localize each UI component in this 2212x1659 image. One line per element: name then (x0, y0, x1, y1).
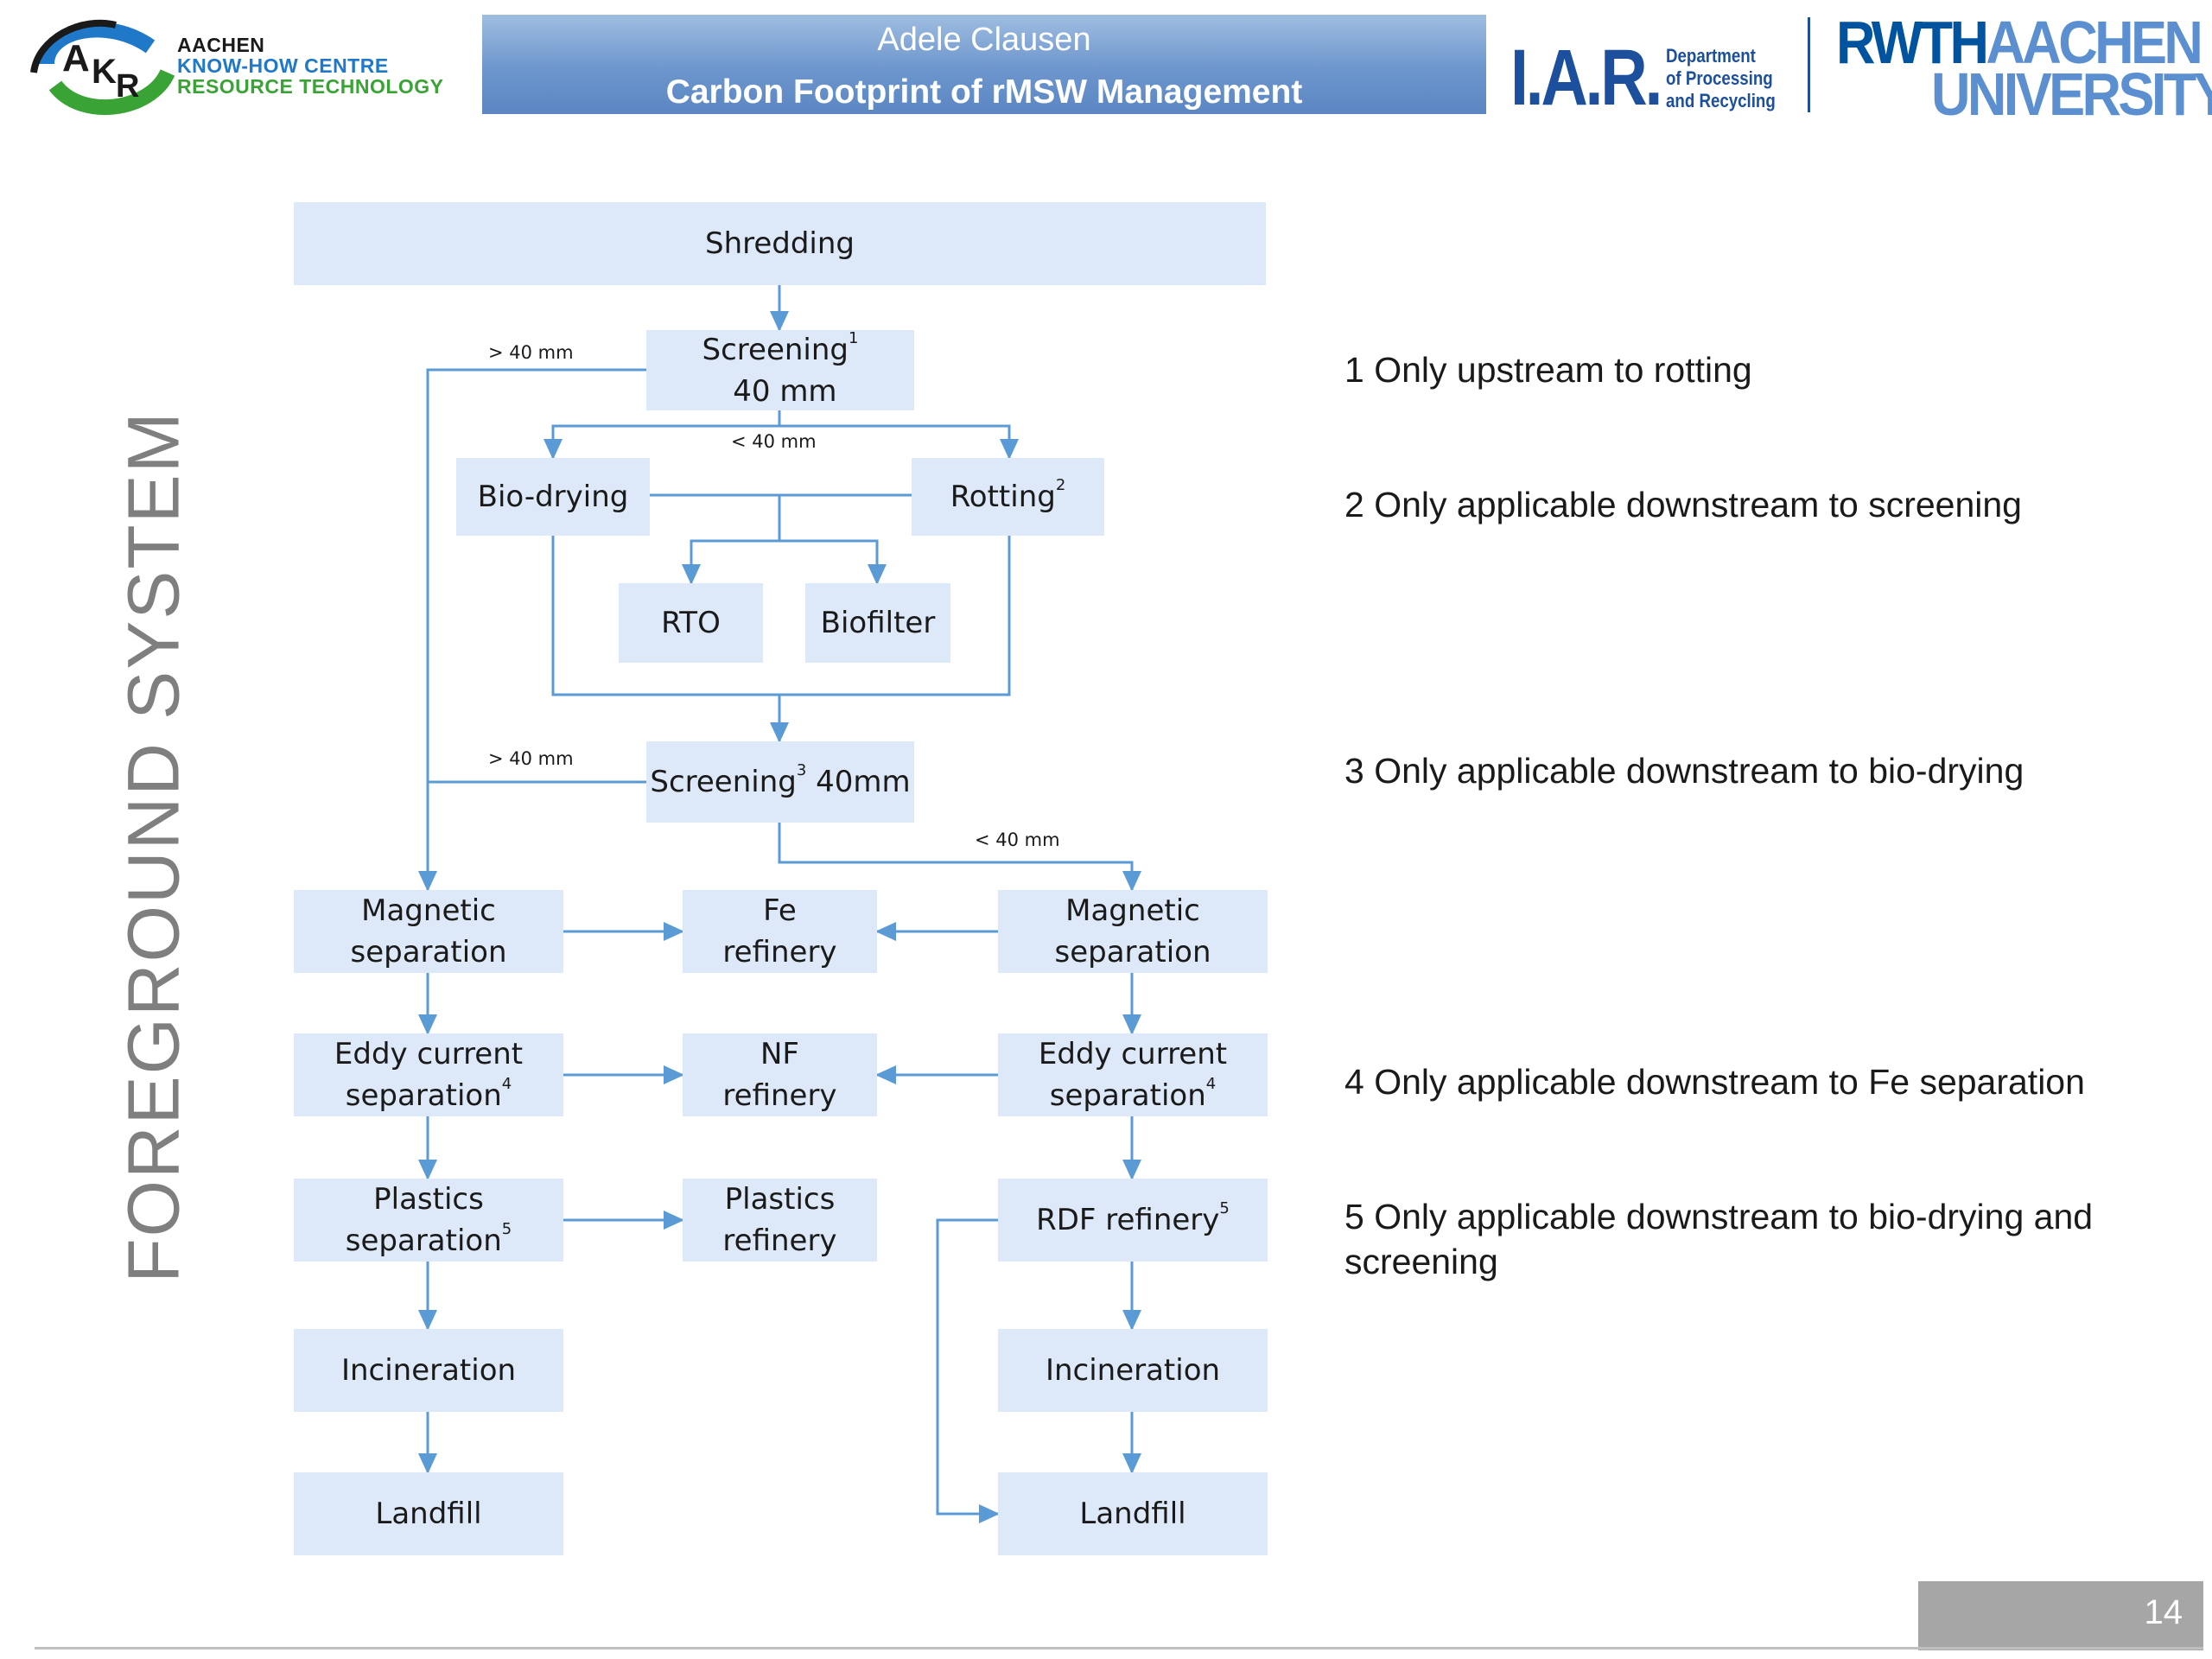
rwth-logo-light: AACHEN (1986, 9, 2203, 76)
iar-logo: I.A.R. Department of Processing and Recy… (1510, 35, 1787, 121)
node-landfill-right-label: Landfill (1079, 1497, 1186, 1531)
node-eddy-left-line2: separation (345, 1078, 502, 1113)
author-name: Adele Clausen (877, 22, 1091, 58)
akr-logo: A K R AACHEN KNOW-HOW CENTRE RESOURCE TE… (29, 12, 444, 124)
node-biofilter: Biofilter (805, 583, 950, 663)
node-plastics-sep-line2: separation (345, 1224, 502, 1258)
node-incineration-right-label: Incineration (1045, 1353, 1221, 1388)
node-magnetic-left-label: Magnetic separation (350, 893, 507, 969)
akr-logo-line1: AACHEN (177, 34, 265, 56)
node-rdf-refinery-text: RDF refinery (1036, 1203, 1220, 1237)
node-eddy-left-sup: 4 (501, 1075, 512, 1093)
node-plastics-sep-line1: Plastics (373, 1182, 484, 1217)
edge-screening3-mag-right (778, 823, 1141, 892)
node-rto-label: RTO (661, 606, 721, 640)
node-landfill-left: Landfill (294, 1472, 563, 1555)
node-eddy-right-line2: separation (1049, 1078, 1206, 1113)
node-rotting-text: Rotting (950, 480, 1056, 514)
edge-exhaust (682, 495, 781, 585)
footnote-3: 3 Only applicable downstream to bio-dryi… (1344, 751, 2024, 791)
edge-label-s3-under: < 40 mm (975, 830, 1060, 850)
node-incineration-right: Incineration (998, 1329, 1268, 1412)
node-fe-refinery-label: Fe refinery (722, 893, 837, 969)
node-screening3-sup: 3 (796, 761, 807, 779)
node-screening1-suffix: 40 mm (723, 373, 837, 409)
rwth-logo: RWTHAACHEN UNIVERSITY (1836, 12, 2212, 124)
footnote-5: 5 Only applicable downstream to bio-dryi… (1344, 1197, 2094, 1281)
node-shredding-label: Shredding (704, 226, 855, 261)
node-incineration-left: Incineration (294, 1329, 563, 1412)
edge-label-s3-over: > 40 mm (488, 748, 574, 769)
node-biodrying-label: Bio-drying (477, 480, 629, 514)
footer-divider (35, 1647, 2203, 1649)
iar-logo-mark: I.A.R. (1510, 34, 1662, 122)
presentation-title: Carbon Footprint of rMSW Management (665, 73, 1303, 111)
node-rto: RTO (619, 583, 763, 663)
node-eddy-right-sup: 4 (1205, 1075, 1217, 1093)
edge-label-s1-over: > 40 mm (488, 342, 574, 363)
logo-divider (1808, 17, 1810, 112)
node-rdf-refinery-sup: 5 (1219, 1199, 1230, 1217)
node-nf-refinery-label: NF refinery (722, 1037, 837, 1113)
node-screening1-text: Screening (702, 332, 849, 367)
iar-logo-line3: and Recycling (1666, 90, 1776, 111)
title-banner: Adele Clausen Carbon Footprint of rMSW M… (482, 15, 1486, 114)
page-number-box: 14 (1918, 1581, 2203, 1650)
node-landfill-left-label: Landfill (375, 1497, 482, 1531)
node-screening3: Screening3 40mm (646, 741, 914, 823)
edge-rdf-landfill (936, 1218, 1000, 1523)
node-eddy-left: Eddy current separation4 (294, 1033, 563, 1116)
node-eddy-right-label: Eddy current separation4 (1039, 1033, 1227, 1116)
node-magnetic-right-label: Magnetic separation (1054, 893, 1211, 969)
akr-logo-line2: KNOW-HOW CENTRE (177, 54, 389, 77)
iar-logo-line1: Department (1666, 45, 1756, 67)
edge-label-s1-under: < 40 mm (731, 431, 817, 452)
node-rdf-refinery-label: RDF refinery5 (1036, 1199, 1230, 1241)
edge-screening1-mag-left (418, 368, 646, 892)
iar-logo-line2: of Processing (1666, 67, 1773, 89)
node-eddy-right-line1: Eddy current (1038, 1037, 1228, 1071)
node-eddy-left-label: Eddy current separation4 (334, 1033, 523, 1116)
node-biodrying: Bio-drying (456, 458, 650, 536)
node-screening1-sup: 1 (849, 328, 859, 347)
node-magnetic-left: Magnetic separation (294, 890, 563, 973)
node-plastics-sep-sup: 5 (501, 1220, 512, 1238)
rwth-logo-line2: UNIVERSITY (1931, 60, 2212, 128)
footnote-1: 1 Only upstream to rotting (1344, 350, 1752, 390)
node-incineration-left-label: Incineration (340, 1353, 517, 1388)
node-eddy-right: Eddy current separation4 (998, 1033, 1268, 1116)
node-screening3-text: Screening (650, 765, 797, 799)
node-screening1: Screening1 40 mm (646, 329, 914, 412)
node-rdf-refinery: RDF refinery5 (998, 1179, 1268, 1262)
node-screening3-suffix: 40mm (806, 765, 911, 799)
rwth-logo-bold: RWTH (1836, 9, 1989, 76)
node-magnetic-right: Magnetic separation (998, 890, 1268, 973)
node-biofilter-label: Biofilter (820, 606, 936, 640)
svg-text:K: K (92, 53, 117, 91)
node-fe-refinery: Fe refinery (683, 890, 877, 973)
node-nf-refinery: NF refinery (683, 1033, 877, 1116)
node-plastics-refinery-label: Plastics refinery (722, 1182, 837, 1258)
node-eddy-left-line1: Eddy current (334, 1037, 524, 1071)
akr-logo-line3: RESOURCE TECHNOLOGY (177, 75, 444, 98)
node-rotting-sup: 2 (1055, 476, 1066, 494)
node-plastics-refinery: Plastics refinery (683, 1179, 877, 1262)
svg-text:A: A (62, 37, 90, 79)
node-rotting: Rotting2 (912, 458, 1104, 536)
node-landfill-right: Landfill (998, 1472, 1268, 1555)
akr-logo-mark: A K R (30, 19, 175, 116)
node-plastics-separation: Plastics separation5 (294, 1179, 563, 1262)
edge-exhaust-biofilter (779, 539, 887, 585)
node-screening3-label: Screening3 40mm (650, 761, 910, 803)
side-label: FOREGROUND SYSTEM (112, 410, 194, 1283)
node-plastics-separation-label: Plastics separation5 (346, 1179, 512, 1262)
node-rotting-label: Rotting2 (950, 476, 1066, 518)
svg-text:R: R (116, 68, 139, 105)
footnote-2: 2 Only applicable downstream to screenin… (1344, 485, 2022, 524)
footnote-4: 4 Only applicable downstream to Fe separ… (1344, 1062, 2085, 1102)
node-shredding: Shredding (294, 202, 1266, 285)
node-screening1-label: Screening1 40 mm (646, 329, 914, 412)
page-number: 14 (2144, 1593, 2183, 1631)
